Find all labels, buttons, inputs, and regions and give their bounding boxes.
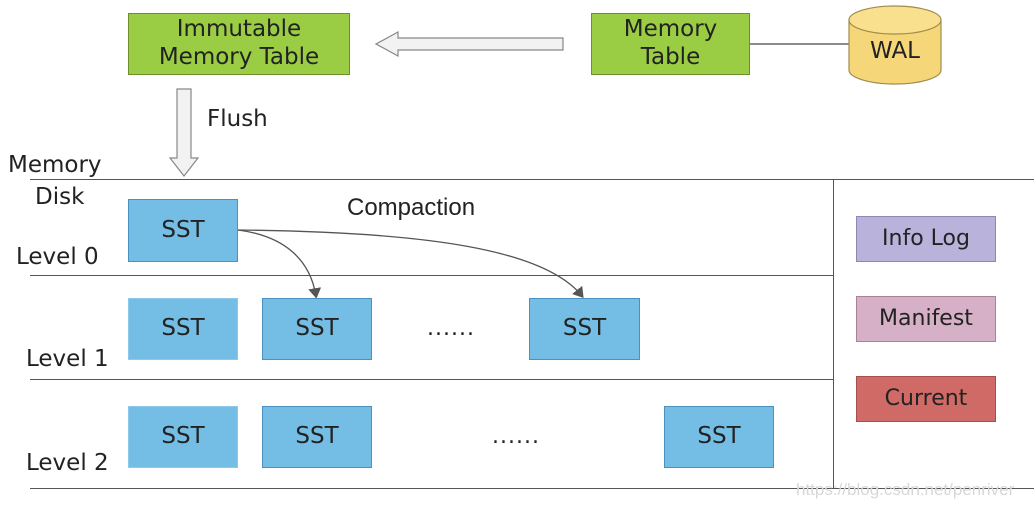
sst-level0-1: SST (128, 199, 238, 262)
level2-label: Level 2 (26, 450, 109, 476)
compaction-arrow-1 (237, 229, 322, 299)
sst-level1-3: SST (529, 298, 640, 360)
level2-divider (30, 488, 1034, 489)
level1-ellipsis: ...... (427, 316, 475, 341)
immutable-memtable-box: Immutable Memory Table (128, 13, 350, 75)
side-panel-divider (833, 179, 834, 488)
current-box: Current (856, 376, 996, 422)
level0-label: Level 0 (16, 244, 99, 270)
disk-label: Disk (35, 184, 85, 210)
level0-divider (30, 275, 833, 276)
flush-label: Flush (207, 106, 268, 132)
watermark-text: https://blog.csdn.net/penriver (796, 480, 1015, 499)
sst-level2-2: SST (262, 406, 372, 468)
flush-arrow (168, 88, 200, 177)
manifest-box: Manifest (856, 296, 996, 342)
memory-label: Memory (8, 152, 102, 178)
memory-disk-divider (30, 179, 1034, 180)
level2-ellipsis: ...... (492, 424, 540, 449)
compaction-arrow-2 (237, 229, 584, 299)
wal-label: WAL (870, 38, 920, 64)
level1-divider (30, 379, 833, 380)
sst-level2-3: SST (664, 406, 774, 468)
memtable-box: Memory Table (591, 13, 750, 75)
compaction-label: Compaction (347, 194, 476, 221)
info-log-box: Info Log (856, 216, 996, 262)
level1-label: Level 1 (26, 346, 109, 372)
wal-cylinder: WAL (848, 5, 942, 85)
sst-level1-2: SST (262, 298, 372, 360)
sst-level1-1: SST (128, 298, 238, 360)
sst-level2-1: SST (128, 406, 238, 468)
memtable-to-immutable-arrow (374, 30, 564, 58)
